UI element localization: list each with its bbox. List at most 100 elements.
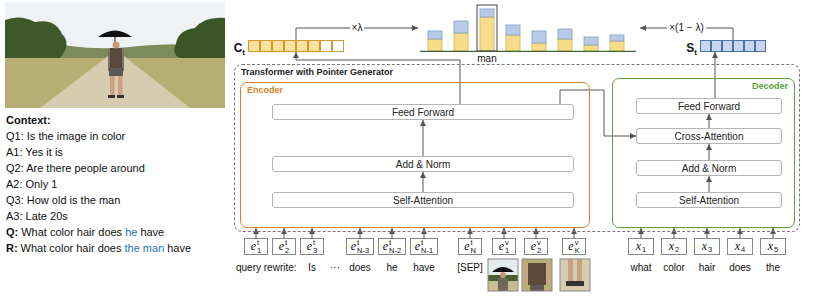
token-symbol: e <box>279 239 284 254</box>
token-superscript: t <box>313 239 317 247</box>
photo-detail <box>492 267 514 272</box>
token-label: et1 <box>251 239 262 255</box>
token-label: ev1 <box>499 239 510 255</box>
token-symbol: e <box>383 239 388 254</box>
token-superscript: t <box>470 239 475 247</box>
context-line: A3: Late 20s <box>6 210 68 223</box>
photo-detail <box>113 42 120 49</box>
token-subscript: 5 <box>774 245 778 254</box>
generate-probability-bar <box>610 35 624 41</box>
token-indices: t2 <box>285 239 289 255</box>
vector-cell <box>249 41 260 52</box>
token-indices: vK <box>575 239 580 255</box>
token-symbol: x <box>735 239 740 254</box>
copy-probability-bar <box>532 43 546 51</box>
photo-detail <box>110 48 122 68</box>
copy-probability-bar <box>506 35 520 51</box>
photo-detail <box>530 285 544 291</box>
vector-name: Ct <box>234 38 245 56</box>
vector-subscript: t <box>694 48 697 57</box>
vector-cell <box>734 41 744 52</box>
token-indices: v1 <box>505 239 509 255</box>
photo-detail <box>577 259 582 281</box>
token-subscript: 1 <box>257 247 261 255</box>
vector-cell <box>745 41 755 52</box>
context-line: Q1: Is the image in color <box>6 130 125 143</box>
vector-cell <box>297 41 308 52</box>
token-symbol: e <box>307 239 312 254</box>
connector <box>536 228 537 238</box>
photo-detail <box>5 2 225 108</box>
layer-name: Add & Norm <box>396 159 450 170</box>
generate-probability-bar <box>506 25 520 35</box>
token-symbol: x <box>768 239 773 254</box>
photo-detail <box>98 31 132 38</box>
generate-probability-bar <box>480 9 494 17</box>
highlighted-words: he <box>125 226 137 239</box>
block-heading: Encoder <box>247 85 283 95</box>
layer-box: Self-Attention <box>272 192 574 208</box>
photo-detail <box>568 259 573 281</box>
generate-probability-bar <box>428 31 442 39</box>
token-superscript: t <box>421 239 433 247</box>
token-symbol: e <box>568 239 573 254</box>
copy-probability-bar <box>610 41 624 51</box>
histogram-baseline <box>420 51 636 52</box>
token-superscript: t <box>285 239 289 247</box>
embedding-token: etN <box>458 238 482 255</box>
image-thumbnail <box>522 259 552 291</box>
vector-cell <box>701 41 711 52</box>
token-label: x2 <box>669 239 680 254</box>
token-subscript: N-2 <box>389 247 401 255</box>
embedding-token: evK <box>562 238 586 255</box>
layer-name: Add & Norm <box>682 163 736 174</box>
decoder-input-token: x3 <box>694 238 720 255</box>
token-superscript: t <box>389 239 401 247</box>
token-subscript: N-1 <box>421 247 433 255</box>
token-superscript: t <box>257 239 261 247</box>
token-label: etN <box>464 239 476 255</box>
token-symbol: e <box>415 239 420 254</box>
copy-probability-bar <box>480 17 494 51</box>
token-superscript: v <box>537 239 541 247</box>
photo-detail <box>174 18 225 62</box>
image-thumbnail <box>560 259 590 291</box>
layer-box: Feed Forward <box>636 98 782 114</box>
connector <box>709 114 710 128</box>
image-thumbnail <box>488 259 518 291</box>
context-line: Q3: How old is the man <box>6 194 120 207</box>
vector-cells <box>248 40 344 52</box>
photo-detail <box>488 259 518 291</box>
token-label: etN-1 <box>415 239 433 255</box>
layer-box: Add & Norm <box>636 160 782 176</box>
token-superscript: v <box>575 239 580 247</box>
connector <box>296 52 460 104</box>
token-label: x4 <box>735 239 746 254</box>
line-prefix: Q: <box>6 226 18 239</box>
frame-heading: Transformer with Pointer Generator <box>241 67 393 77</box>
token-subscript: 2 <box>285 247 289 255</box>
histogram-bars <box>418 4 640 52</box>
block-heading: Decoder <box>752 81 788 91</box>
photo-detail <box>488 259 518 291</box>
token-symbol: e <box>499 239 504 254</box>
token-indices: t3 <box>313 239 317 255</box>
embedding-token: et3 <box>300 238 324 255</box>
connector <box>709 176 710 192</box>
context-line: A2: Only 1 <box>6 178 57 191</box>
vector-name: St <box>686 38 697 56</box>
encoder-block: EncoderFeed ForwardAdd & NormSelf-Attent… <box>240 82 590 228</box>
token-label: x3 <box>702 239 713 254</box>
token-subscript: 4 <box>741 245 745 254</box>
embedding-token: ev2 <box>524 238 548 255</box>
distribution-histogram: man <box>418 4 640 52</box>
photo-detail <box>108 49 124 71</box>
question-words: have <box>167 242 191 255</box>
token-subscript: 3 <box>313 247 317 255</box>
token-symbol: x <box>669 239 674 254</box>
input-word: does <box>729 261 751 274</box>
input-word: the <box>766 261 780 274</box>
question-line: Q:What color hair doeshehave <box>6 226 164 239</box>
vector-cell <box>309 41 320 52</box>
vector-cell <box>273 41 284 52</box>
